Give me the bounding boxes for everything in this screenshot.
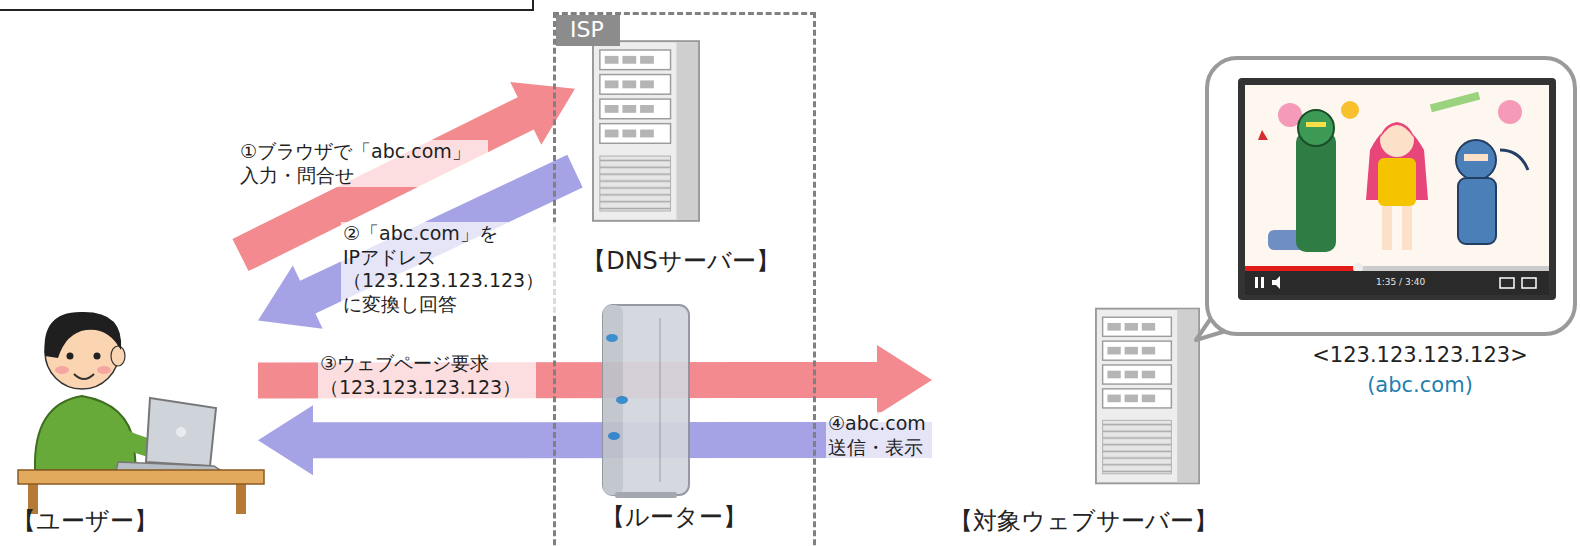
isp-region: ISP 【DNSサーバー】【ルーター】 — [553, 12, 816, 546]
arrow-label: ②「abc.com」を IPアドレス （123.123.123.123） に変換… — [341, 222, 559, 316]
web-server-node: 【対象ウェブサーバー】 — [932, 290, 1234, 540]
time-counter: 1:35 / 3:40 — [1376, 277, 1456, 287]
request-arrow — [258, 345, 932, 415]
user-node: 【ユーザー】 — [8, 255, 258, 540]
web-server-icon — [1096, 309, 1199, 484]
node-label: 【ユーザー】 — [12, 507, 158, 536]
arrow-label: ③ウェブページ要求 （123.123.123.123） — [318, 352, 536, 399]
video-bubble — [1196, 58, 1575, 340]
router-icon — [603, 305, 689, 498]
node-label: 【対象ウェブサーバー】 — [949, 507, 1218, 536]
ip-address-label: <123.123.123.123> — [1290, 343, 1550, 367]
router-node: 【ルーター】 — [588, 300, 760, 536]
node-label: 【DNSサーバー】 — [582, 247, 780, 276]
dns-server-icon — [593, 41, 699, 221]
arrow-label: ①ブラウザで「abc.com」 入力・問合せ — [238, 140, 488, 187]
region-tab: ISP — [556, 15, 620, 46]
dns-server-node: 【DNSサーバー】 — [575, 38, 787, 280]
user-illustration — [18, 312, 264, 514]
frame-fragment — [0, 0, 533, 10]
domain-label: (abc.com) — [1290, 373, 1550, 397]
arrow-label: ④abc.com 送信・表示 — [826, 412, 956, 459]
node-label: 【ルーター】 — [601, 503, 747, 532]
video-scene — [1258, 92, 1528, 252]
